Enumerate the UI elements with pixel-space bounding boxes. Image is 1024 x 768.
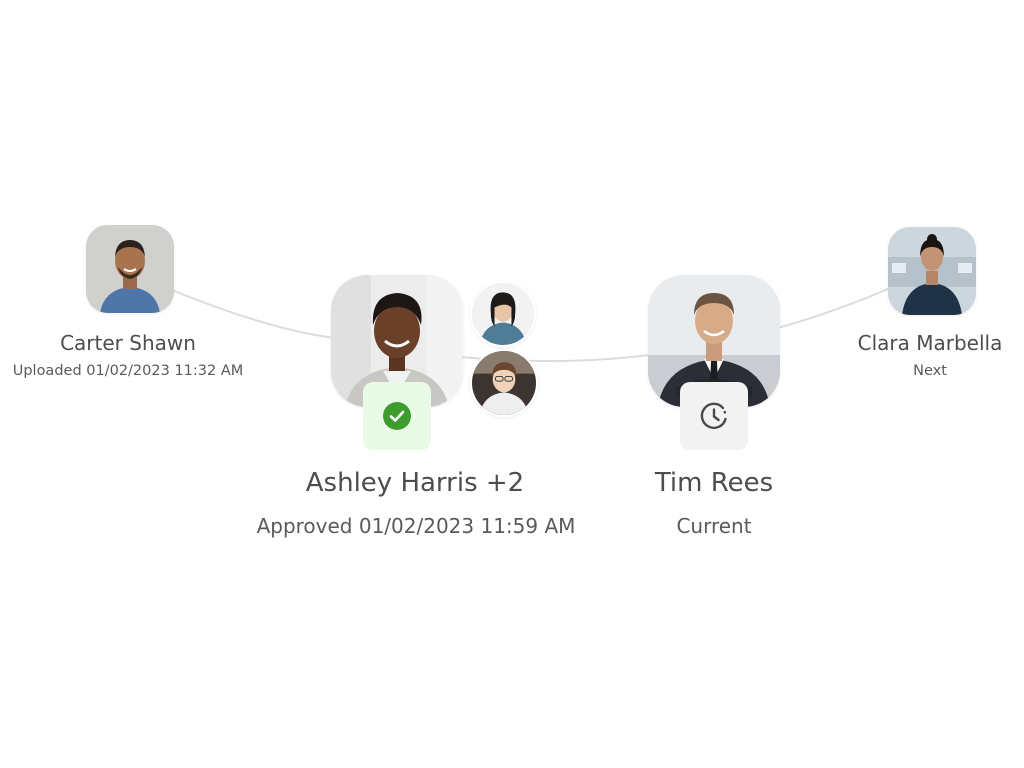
person-photo-icon: [472, 283, 534, 345]
clock-icon: [700, 402, 727, 430]
step-name: Carter Shawn: [60, 331, 196, 355]
step-status: Uploaded 01/02/2023 11:32 AM: [12, 363, 244, 379]
approved-badge: [363, 382, 431, 450]
step-name: Ashley Harris +2: [305, 468, 525, 498]
person-photo-icon: [888, 227, 976, 315]
step-name: Tim Rees: [654, 468, 774, 498]
reviewer-avatar-1[interactable]: [470, 281, 536, 347]
clara-marbella-avatar[interactable]: [888, 227, 976, 315]
step-status: Approved 01/02/2023 11:59 AM: [256, 514, 576, 538]
step-status: Current: [676, 514, 752, 538]
checkmark-circle-icon: [383, 402, 411, 430]
person-photo-icon: [86, 225, 174, 313]
step-status: Next: [913, 363, 947, 379]
person-photo-icon: [472, 351, 536, 415]
step-name: Clara Marbella: [857, 331, 1003, 355]
reviewer-avatar-2[interactable]: [470, 349, 538, 417]
carter-shawn-avatar[interactable]: [86, 225, 174, 313]
current-badge: [680, 382, 748, 450]
